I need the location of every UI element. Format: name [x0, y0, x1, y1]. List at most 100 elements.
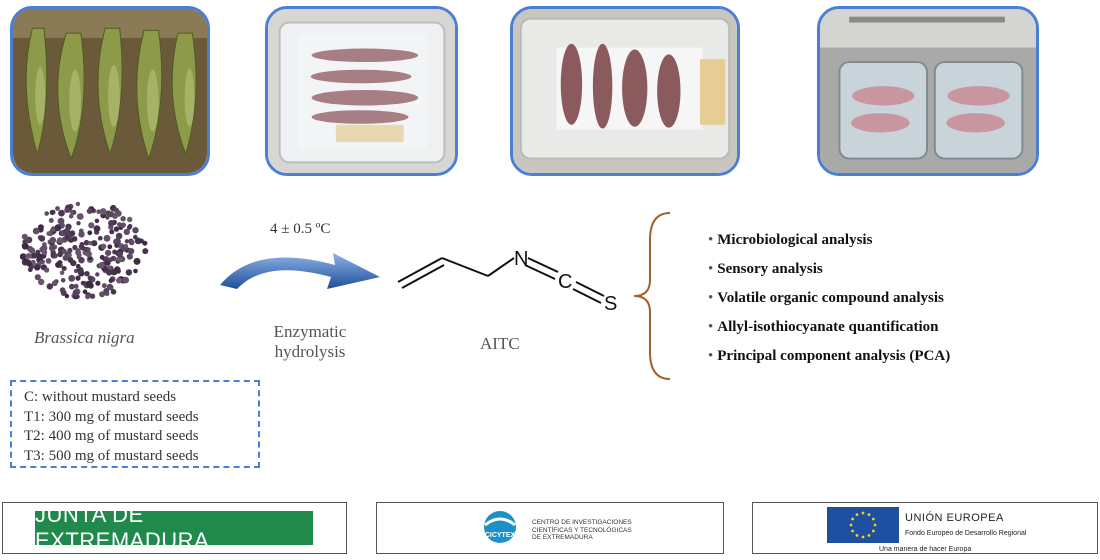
mustard-seed	[98, 261, 106, 269]
mustard-seed	[64, 207, 70, 213]
species-label: Brassica nigra	[34, 328, 135, 347]
junta-logo: JUNTA DE EXTREMADURA	[35, 502, 313, 553]
analysis-item: •Principal component analysis (PCA)	[708, 342, 950, 371]
eu-star-icon	[851, 529, 854, 533]
mustard-seed	[62, 254, 69, 261]
mustard-seed	[31, 252, 38, 259]
mustard-seed	[49, 244, 56, 252]
mustard-seed	[99, 208, 107, 215]
mustard-seed	[105, 249, 112, 256]
mustard-seed	[91, 240, 98, 247]
mustard-seed	[77, 266, 84, 274]
mustard-seed	[55, 261, 62, 268]
mustard-seeds-image	[19, 201, 149, 300]
mustard-seed	[52, 253, 58, 259]
mustard-seed	[100, 243, 107, 250]
mustard-seed	[79, 244, 86, 251]
bullet: •	[708, 319, 714, 335]
mustard-seed	[87, 275, 93, 281]
mustard-seed	[108, 278, 114, 284]
mustard-seed	[86, 208, 93, 214]
cicytex-logo-icon: CICYTEX	[484, 511, 516, 543]
mustard-seed	[123, 243, 128, 249]
treatment-item: T2: 400 mg of mustard seeds	[24, 428, 199, 444]
treatment-item: T3: 500 mg of mustard seeds	[24, 447, 199, 464]
mustard-seed	[38, 278, 45, 286]
bullet: •	[708, 232, 714, 248]
mustard-seed	[85, 250, 92, 258]
analysis-item: •Microbiological analysis	[708, 226, 950, 255]
analysis-item: •Sensory analysis	[708, 255, 950, 284]
analysis-list: •Microbiological analysis •Sensory analy…	[708, 226, 950, 371]
mustard-seed	[105, 215, 110, 220]
photo-tench-fish	[10, 6, 210, 176]
mustard-seed	[68, 274, 76, 282]
eu-star-icon	[849, 523, 853, 527]
mustard-seed	[124, 239, 130, 244]
photo-vacuum-sealed-trays	[817, 6, 1039, 176]
aitc-structure: N C S	[397, 248, 617, 315]
eu-star-icon	[855, 513, 859, 516]
mustard-seed	[107, 257, 113, 263]
mustard-seed	[72, 244, 78, 251]
mustard-seed	[96, 209, 101, 214]
mustard-seed	[59, 287, 66, 293]
mustard-seed	[54, 224, 62, 231]
mustard-seed	[34, 274, 41, 281]
eu-star-icon	[851, 517, 854, 521]
mustard-seed	[38, 235, 46, 242]
mustard-seed	[58, 209, 65, 217]
mustard-seed	[85, 294, 91, 300]
enzymatic-hydrolysis-label: Enzymatic hydrolysis	[250, 322, 370, 362]
mustard-seed	[106, 283, 114, 291]
analysis-label: Allyl-isothiocyanate quantification	[717, 319, 939, 335]
mustard-seed	[127, 216, 133, 223]
analysis-item: •Allyl-isothiocyanate quantification	[708, 313, 950, 342]
mustard-seed	[32, 227, 40, 235]
mustard-seed	[113, 226, 120, 232]
treatment-item: T1: 300 mg of mustard seeds	[24, 408, 199, 425]
mustard-seed	[76, 213, 84, 220]
mustard-seed	[117, 222, 122, 227]
mustard-seed	[120, 216, 126, 222]
mustard-seed	[41, 244, 48, 252]
mustard-seed	[88, 240, 93, 246]
mustard-seed	[73, 283, 79, 289]
mustard-seed	[49, 210, 55, 215]
atom-s: S	[604, 293, 617, 315]
mustard-seed	[116, 277, 123, 284]
analysis-label: Volatile organic compound analysis	[717, 290, 944, 306]
mustard-seed	[103, 288, 110, 294]
analysis-label: Principal component analysis (PCA)	[717, 348, 951, 364]
mustard-seed	[69, 283, 75, 290]
mustard-seed	[110, 289, 117, 295]
mustard-seed	[27, 267, 33, 273]
mustard-seed	[120, 222, 127, 228]
mustard-seed	[99, 254, 105, 260]
curly-brace-icon	[633, 212, 671, 380]
cicytex-logo-box: CICYTEX CENTRO DE INVESTIGACIONES CIENTÍ…	[376, 502, 724, 554]
mustard-seed	[109, 229, 115, 235]
junta-logo-box: JUNTA DE EXTREMADURA	[2, 502, 347, 554]
mustard-seed	[44, 211, 49, 216]
fillets-tray-image	[268, 9, 455, 173]
mustard-seed	[123, 228, 130, 236]
cicytex-line: DE EXTREMADURA	[532, 534, 593, 541]
hydrolysis-line: hydrolysis	[274, 342, 346, 361]
eu-star-icon	[855, 534, 859, 537]
mustard-seed	[107, 244, 113, 250]
fillets-sachet-image	[513, 9, 737, 173]
mustard-seed	[61, 248, 67, 255]
analysis-label: Microbiological analysis	[717, 232, 873, 248]
mustard-seed	[94, 218, 100, 224]
mustard-seed	[60, 278, 66, 283]
mustard-seed	[133, 257, 141, 265]
mustard-seed	[86, 247, 91, 252]
mustard-seed	[108, 220, 115, 227]
mustard-seed	[67, 253, 72, 258]
eu-star-icon	[867, 513, 871, 516]
cicytex-line: CENTRO DE INVESTIGACIONES	[532, 519, 632, 526]
mustard-seed	[61, 266, 67, 271]
mustard-seed	[59, 270, 65, 276]
aitc-label: AITC	[480, 334, 520, 353]
